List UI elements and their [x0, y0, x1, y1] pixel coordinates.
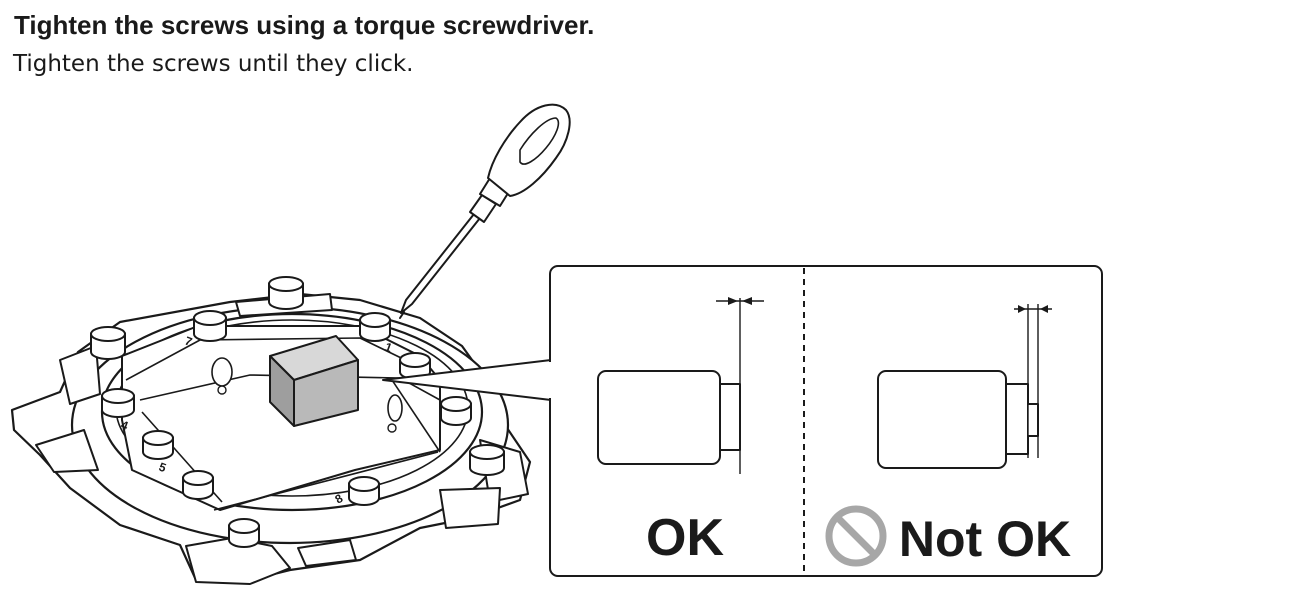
screw-number: 1 — [383, 340, 394, 356]
screw — [142, 430, 174, 460]
ok-screw-diagram — [597, 297, 764, 474]
instruction-title: Tighten the screws using a torque screwd… — [14, 10, 595, 40]
screw-number: 7 — [183, 334, 194, 350]
comparison-callout: OK Not OK — [382, 265, 1103, 577]
screw-number: 4 — [119, 418, 130, 434]
torque-screwdriver — [399, 103, 571, 319]
screw — [469, 444, 505, 476]
screw — [348, 476, 380, 506]
instruction-detail: Tighten the screws until they click. — [13, 51, 414, 77]
screw-set — [90, 276, 505, 548]
sensor-block — [269, 335, 359, 427]
screw — [268, 276, 304, 310]
mounting-bracket — [10, 292, 532, 585]
screw — [228, 518, 260, 548]
screw — [193, 310, 227, 342]
screw — [90, 326, 126, 360]
screw — [359, 312, 391, 342]
screw — [440, 396, 472, 426]
prohibition-icon — [825, 505, 887, 567]
ok-label: OK — [646, 509, 724, 567]
screw — [182, 470, 214, 500]
screw — [101, 388, 135, 418]
not-ok-label: Not OK — [899, 511, 1071, 567]
screw-number: 5 — [157, 460, 168, 476]
not-ok-screw-diagram — [877, 304, 1052, 469]
